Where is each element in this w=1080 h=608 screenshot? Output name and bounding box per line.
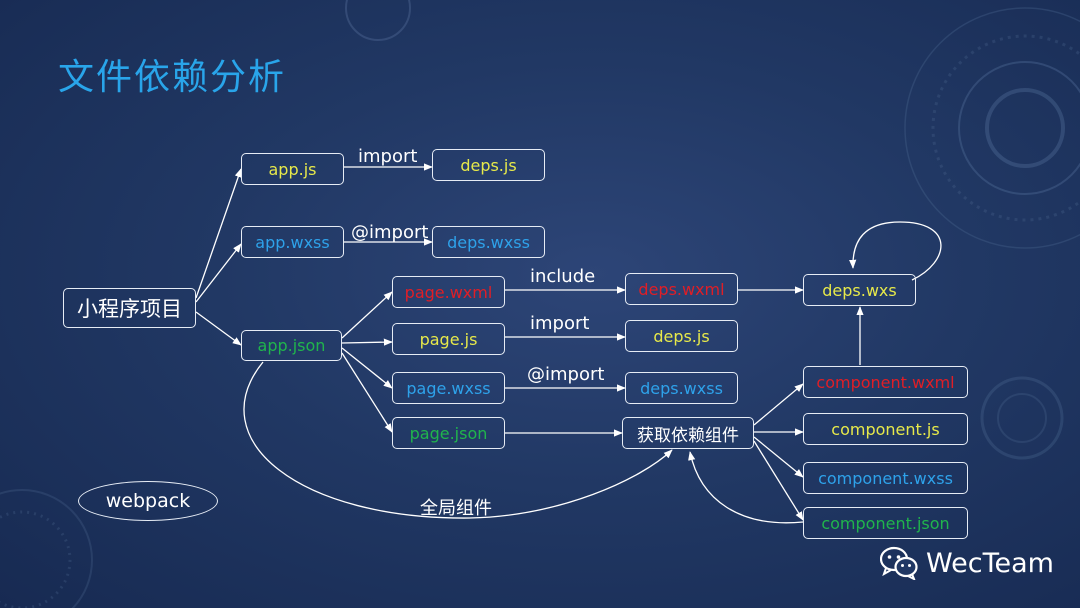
brand-logo: WecTeam (880, 543, 1054, 583)
edge-getdeps-componentjson (753, 440, 804, 521)
edge-label-include: include (530, 266, 596, 287)
edge-label-import-1: import (358, 146, 418, 167)
page-title: 文件依赖分析 (58, 57, 287, 98)
edge-appjson-pagewxss (341, 347, 393, 389)
edge-label-atimport-2: @import (527, 364, 605, 385)
component-wxss-node: component.wxss (803, 462, 968, 494)
edge-getdeps-componentwxml (753, 383, 804, 426)
page-js-node: page.js (392, 323, 505, 355)
edge-componentjson-getdeps (688, 451, 804, 524)
app-json-node: app.json (241, 330, 342, 361)
edge-label-import-2: import (530, 313, 590, 334)
brand-name: WecTeam (926, 547, 1054, 579)
edge-root-appjson (195, 311, 242, 346)
edge-appjson-pagejson (341, 352, 393, 433)
edge-depswxs-selfloop (849, 221, 942, 281)
edge-appjson-pagewxml (341, 291, 393, 339)
deps-wxs-node: deps.wxs (803, 274, 916, 306)
root-node: 小程序项目 (63, 288, 196, 328)
wechat-icon (880, 546, 918, 580)
edge-appjson-pagejs (341, 338, 393, 346)
deps-wxss-node-2: deps.wxss (625, 372, 738, 404)
component-js-node: component.js (803, 413, 968, 445)
app-js-node: app.js (241, 153, 344, 185)
deps-js-node-1: deps.js (432, 149, 545, 181)
page-json-node: page.json (392, 417, 505, 449)
component-json-node: component.json (803, 507, 968, 539)
edge-getdeps-componentwxss (753, 436, 804, 478)
edge-appjson-getdeps-global (243, 361, 673, 519)
deps-wxml-node: deps.wxml (625, 273, 738, 305)
get-deps-node: 获取依赖组件 (622, 417, 754, 449)
app-wxss-node: app.wxss (241, 226, 344, 258)
webpack-ellipse: webpack (78, 481, 218, 521)
component-wxml-node: component.wxml (803, 366, 968, 398)
page-wxml-node: page.wxml (392, 276, 505, 308)
edge-label-global-components: 全局组件 (420, 498, 492, 519)
edge-label-atimport-1: @import (351, 222, 429, 243)
edge-root-appjs (195, 168, 242, 299)
deps-js-node-2: deps.js (625, 320, 738, 352)
page-wxss-node: page.wxss (392, 372, 505, 404)
deps-wxss-node-1: deps.wxss (432, 226, 545, 258)
edge-root-appwxss (195, 243, 242, 303)
